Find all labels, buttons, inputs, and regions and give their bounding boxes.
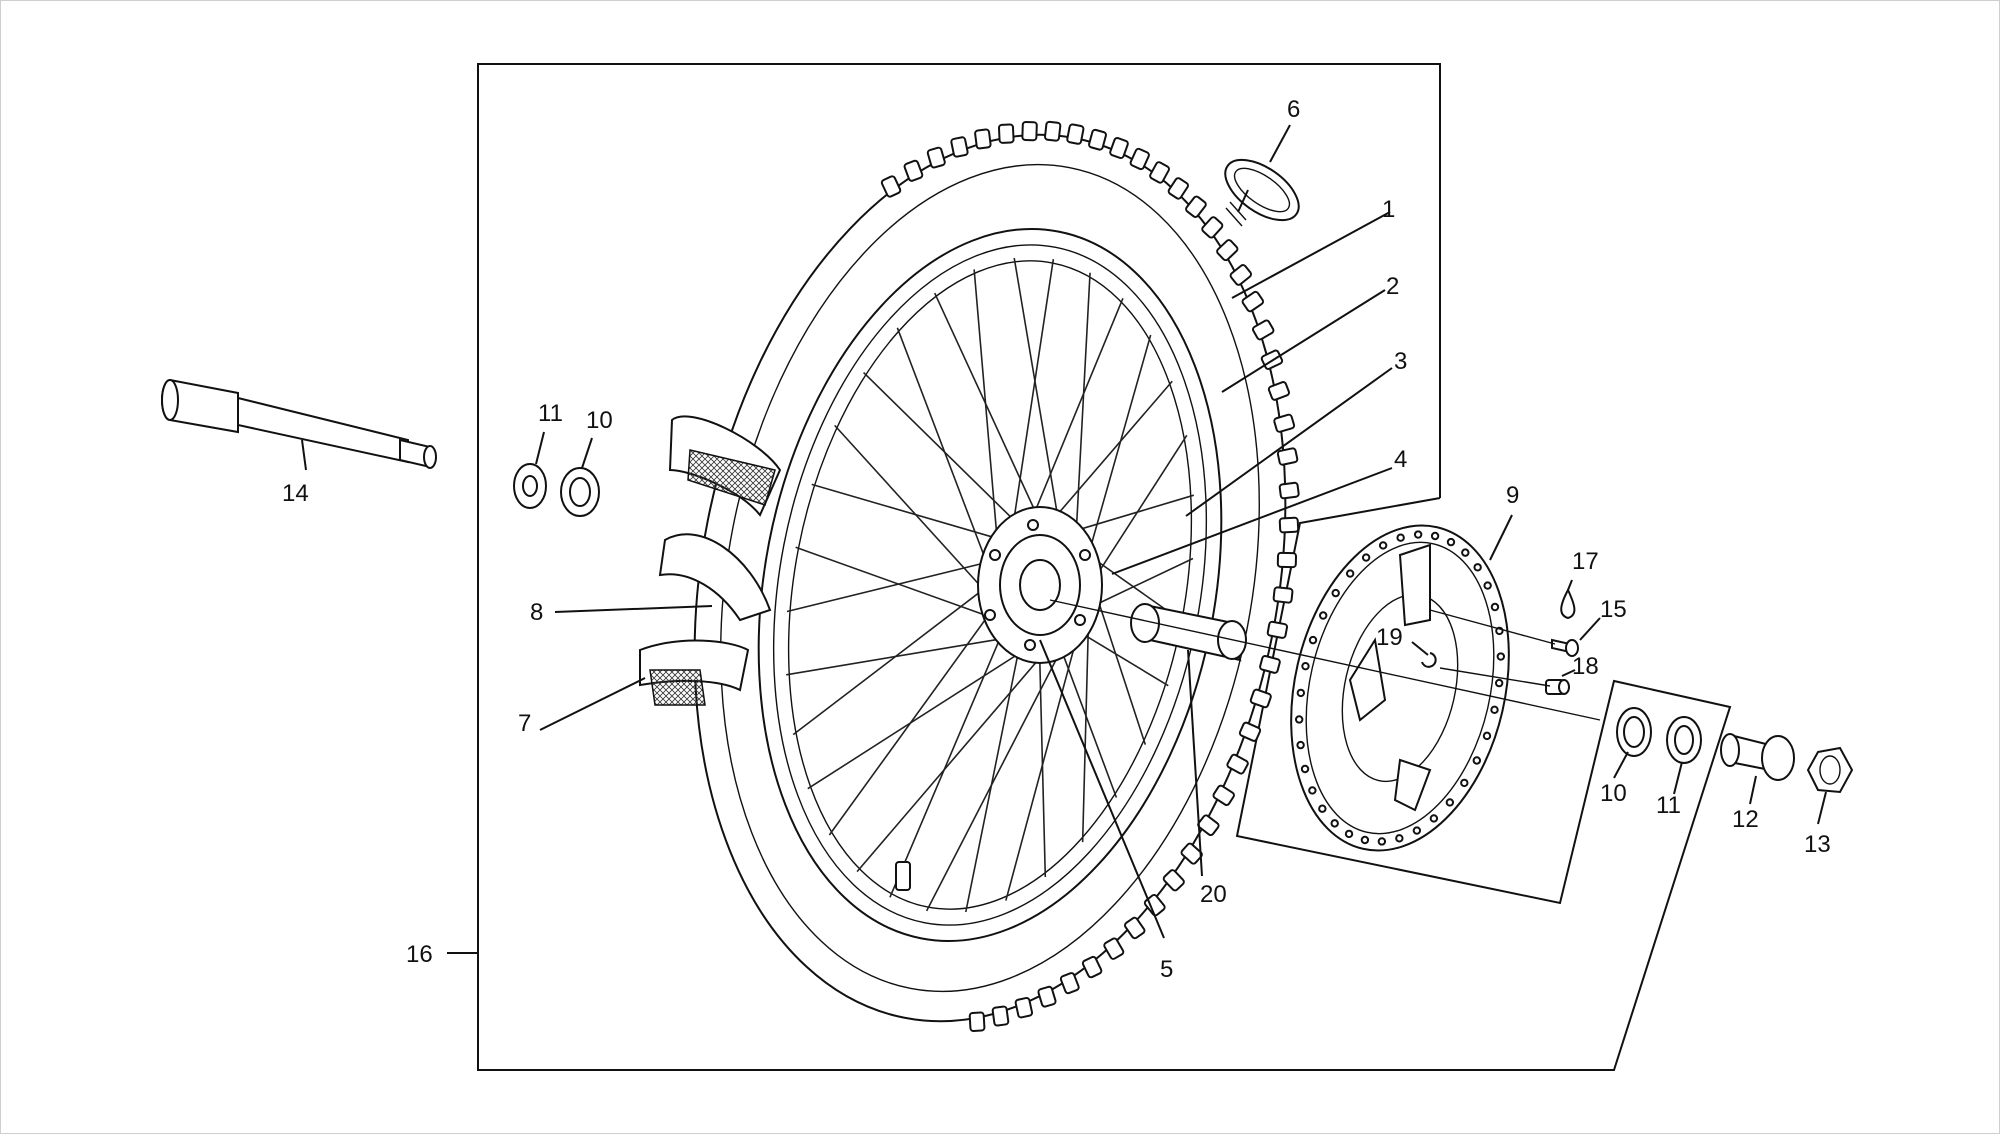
callout-7: 7	[518, 710, 531, 737]
front-wheel	[693, 120, 1300, 1032]
retaining-clip	[1421, 652, 1437, 668]
callout-6: 6	[1287, 96, 1300, 123]
axle	[161, 378, 437, 469]
rim-tape	[639, 639, 750, 706]
callout-10-right: 10	[1600, 780, 1627, 807]
callout-10-left: 10	[586, 407, 613, 434]
threadlock-drop	[1560, 587, 1576, 620]
callout-8: 8	[530, 599, 543, 626]
callout-12: 12	[1732, 806, 1759, 833]
disc-bolt	[1551, 638, 1579, 657]
disc-nut	[1545, 679, 1570, 695]
callout-17: 17	[1572, 548, 1599, 575]
callout-9: 9	[1506, 482, 1519, 509]
rim-band	[658, 415, 782, 622]
right-seal	[1666, 716, 1702, 764]
callout-11-left: 11	[538, 400, 563, 427]
hub	[977, 506, 1103, 664]
callout-2: 2	[1386, 273, 1399, 300]
callout-15: 15	[1600, 596, 1627, 623]
callout-18: 18	[1572, 653, 1599, 680]
callout-3: 3	[1394, 348, 1407, 375]
callout-16: 16	[406, 941, 433, 968]
leader-lines	[301, 124, 1827, 954]
callout-11-right: 11	[1656, 792, 1681, 819]
tyre-tread	[880, 120, 1300, 1032]
valve-stem	[895, 861, 911, 891]
axle-nut	[1806, 746, 1854, 794]
rim-lock	[1224, 158, 1300, 227]
callout-4: 4	[1394, 446, 1407, 473]
callout-labels: 1 2 3 4 5 6 7 8 9 10 10 11 11 12 13 14 1…	[282, 96, 1831, 983]
right-bearing	[1616, 707, 1652, 757]
callout-5: 5	[1160, 956, 1173, 983]
callout-14: 14	[282, 480, 309, 507]
callout-13: 13	[1804, 831, 1831, 858]
left-bearing	[560, 467, 600, 517]
right-spacer	[1720, 733, 1795, 781]
brake-disc	[1290, 524, 1510, 852]
callout-1: 1	[1382, 196, 1395, 223]
left-seal	[513, 463, 547, 509]
callout-19: 19	[1376, 624, 1403, 651]
callout-20: 20	[1200, 881, 1227, 908]
